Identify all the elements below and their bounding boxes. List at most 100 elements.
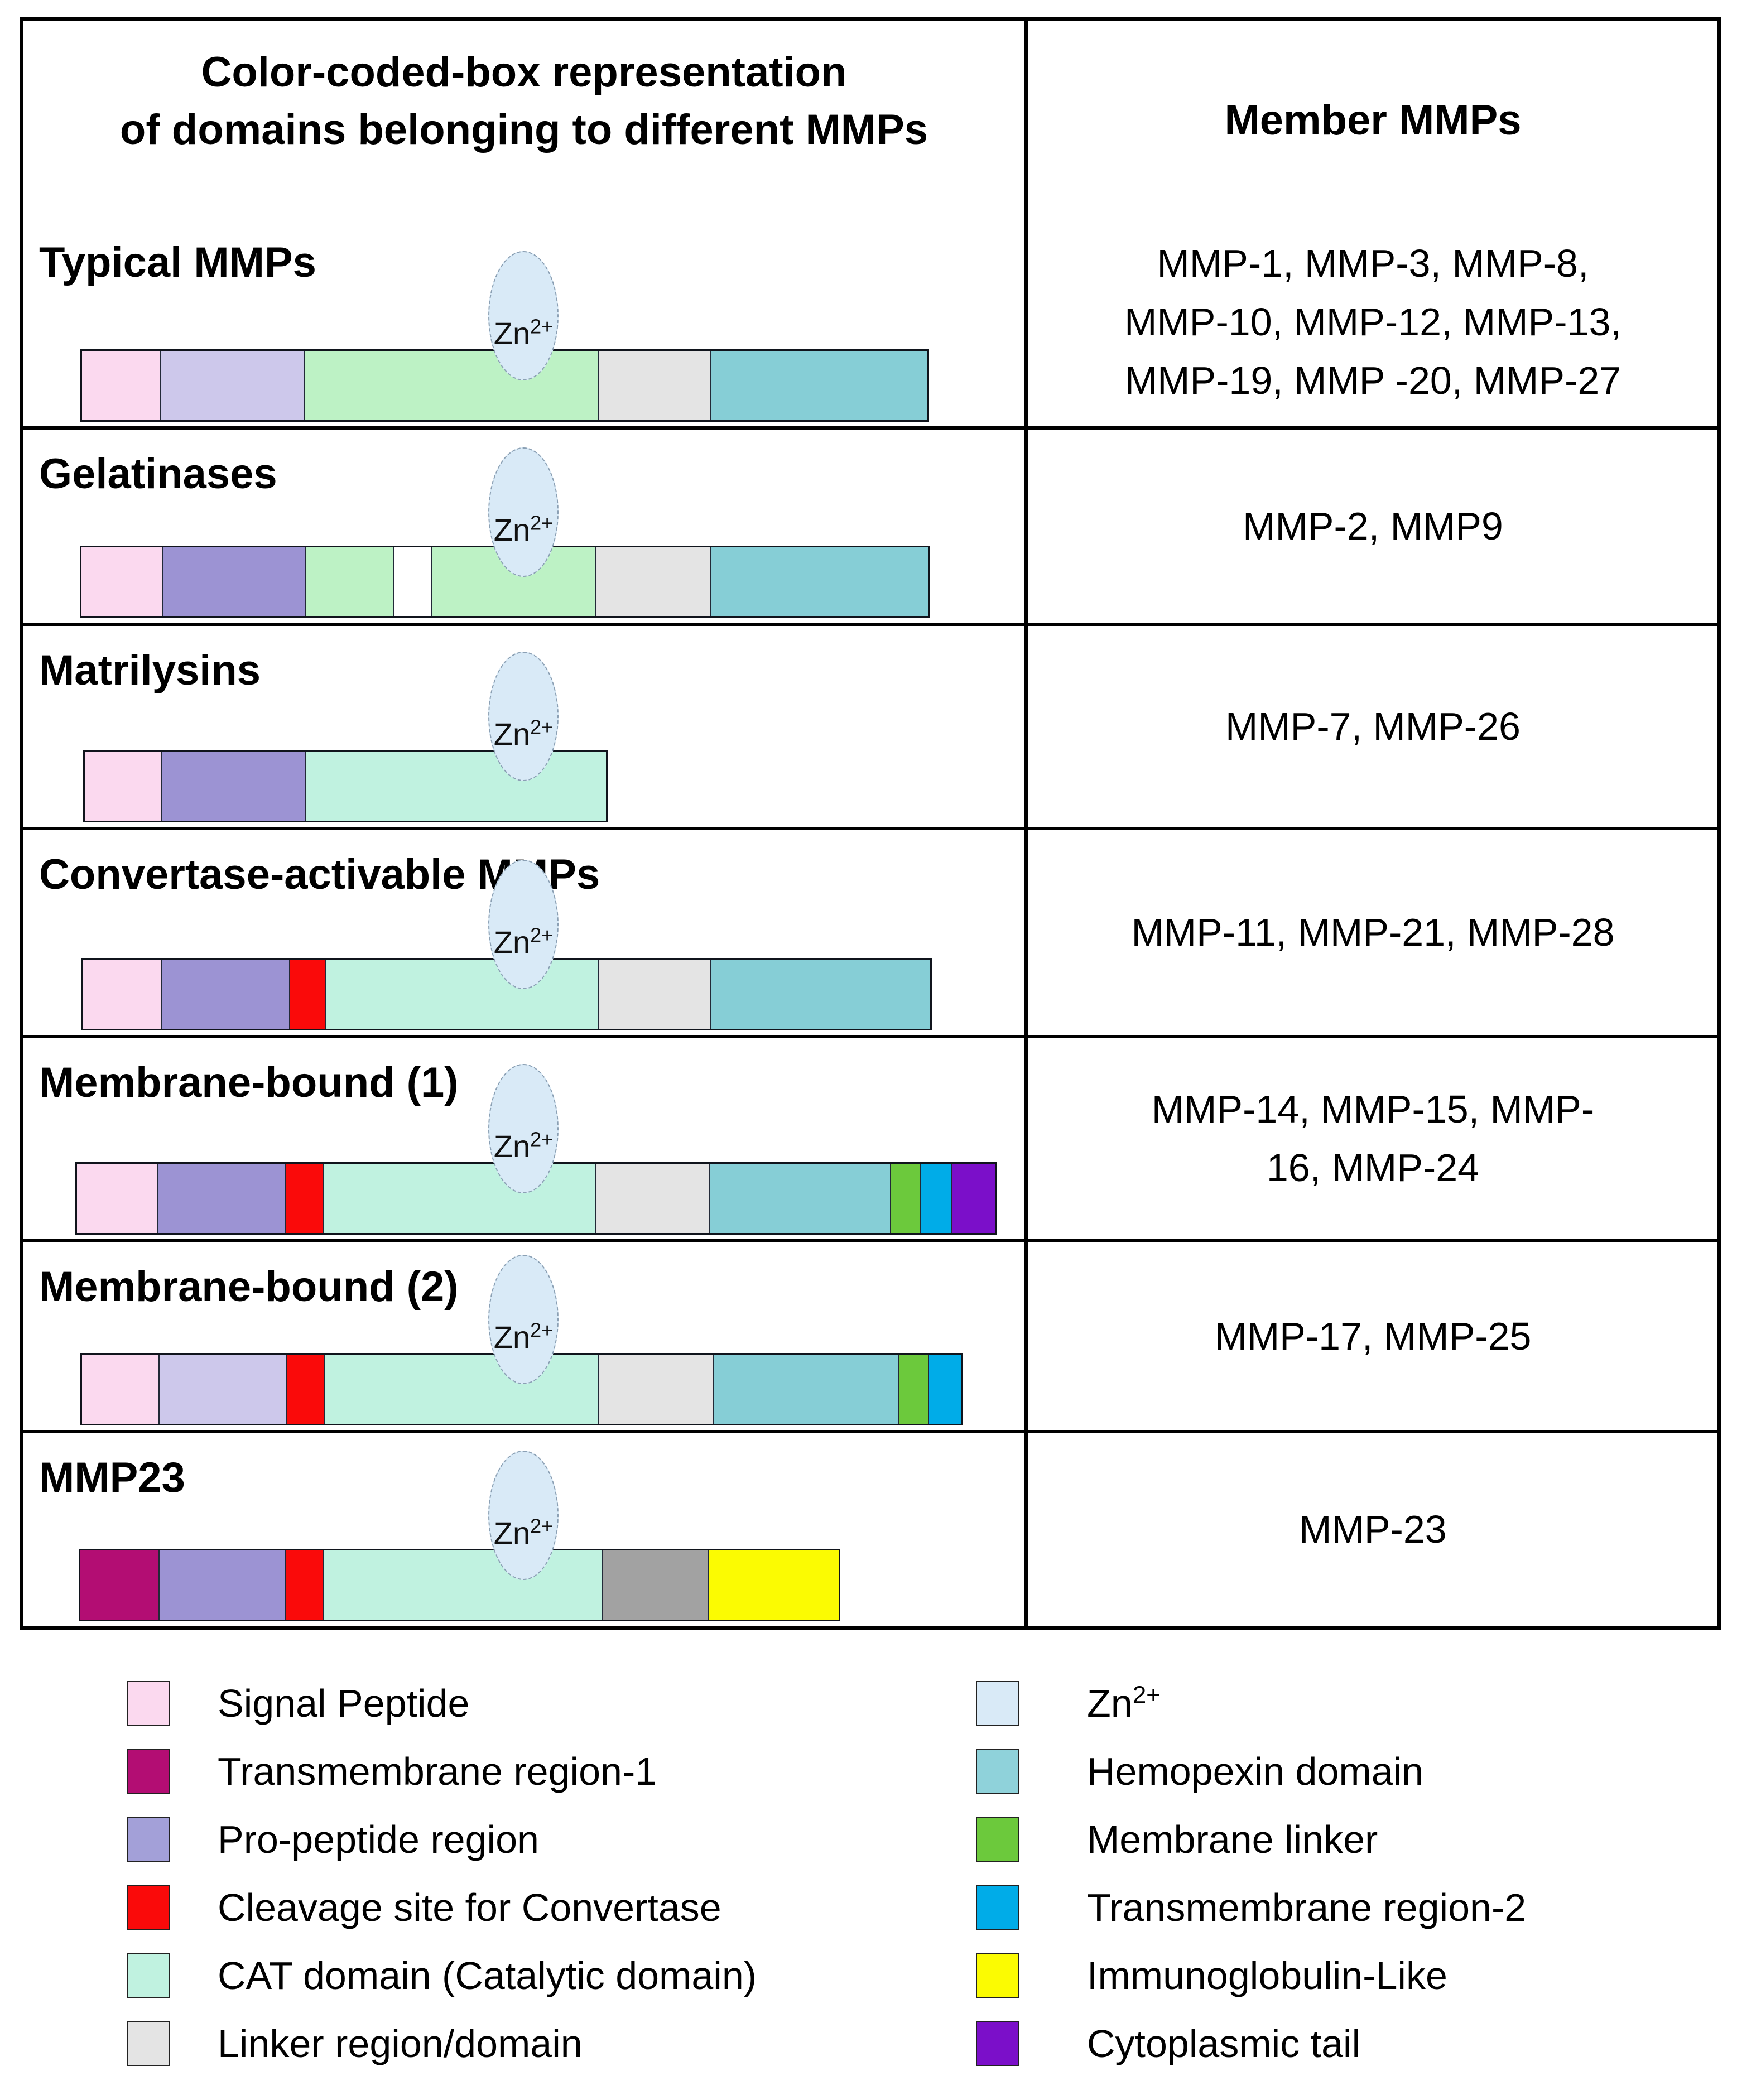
legend-item: Transmembrane region-2 <box>976 1885 1526 1930</box>
member-mmps-list: MMP-7, MMP-26 <box>1225 704 1521 748</box>
cat-domain-segment <box>305 752 606 821</box>
transmembrane-region-2-segment <box>928 1355 961 1424</box>
zn-label: Zn2+ <box>493 314 554 351</box>
cleavage-site-segment <box>285 1550 323 1620</box>
cat-domain-segment <box>324 1355 598 1424</box>
legend-color-chip <box>976 1817 1019 1862</box>
pro-peptide-region-segment <box>160 351 304 420</box>
zn-ion-badge: Zn2+ <box>488 1255 559 1384</box>
linker-region-segment <box>598 960 710 1029</box>
legend-item: Transmembrane region-1 <box>127 1749 757 1794</box>
header-member-mmps-column: Member MMPs <box>1224 97 1522 144</box>
transmembrane-region-2-segment <box>920 1164 951 1233</box>
pro-peptide-region-segment <box>157 1164 285 1233</box>
legend-color-chip <box>127 1681 170 1726</box>
zn-label: Zn2+ <box>493 1127 554 1164</box>
hemopexin-domain-segment <box>713 1355 898 1424</box>
table-header-row: Color-coded-box representation of domain… <box>23 21 1717 218</box>
zn-ion-badge: Zn2+ <box>488 447 559 577</box>
header-domains-column: Color-coded-box representation of domain… <box>23 21 1028 218</box>
legend-item: Signal Peptide <box>127 1681 757 1726</box>
linker-region-segment <box>595 1164 709 1233</box>
member-mmps-cell: MMP-11, MMP-21, MMP-28 <box>1028 830 1717 1035</box>
row-title: MMP23 <box>39 1454 185 1501</box>
linker-region-segment <box>602 1550 708 1620</box>
legend-item: Immunoglobulin-Like <box>976 1953 1526 1998</box>
legend-label: Zn2+ <box>1087 1681 1161 1725</box>
member-mmps-cell: MMP-7, MMP-26 <box>1028 626 1717 827</box>
row-title: Membrane-bound (1) <box>39 1059 459 1106</box>
cat-domain-segment <box>323 1164 595 1233</box>
legend-label: Immunoglobulin-Like <box>1087 1954 1447 1997</box>
mmp-classification-table: Color-coded-box representation of domain… <box>20 17 1721 1630</box>
row-title: Gelatinases <box>39 450 277 498</box>
legend-item: Cytoplasmic tail <box>976 2021 1526 2066</box>
linker-region-segment <box>598 351 710 420</box>
cleavage-site-segment <box>286 1355 324 1424</box>
signal-peptide-segment <box>82 351 160 420</box>
cat-domain-segment <box>305 547 393 616</box>
zn-label: Zn2+ <box>493 1514 554 1550</box>
member-mmps-list: MMP-23 <box>1299 1507 1447 1551</box>
zn-label: Zn2+ <box>493 923 554 960</box>
legend-color-chip <box>976 1681 1019 1726</box>
signal-peptide-segment <box>77 1164 157 1233</box>
legend-color-chip <box>127 2021 170 2066</box>
member-mmps-list: MMP-11, MMP-21, MMP-28 <box>1131 911 1615 954</box>
member-mmps-cell: MMP-17, MMP-25 <box>1028 1242 1717 1430</box>
signal-peptide-segment <box>81 547 162 616</box>
legend-item: CAT domain (Catalytic domain) <box>127 1953 757 1998</box>
linker-region-segment <box>595 547 710 616</box>
table-row: Membrane-bound (1) Zn2+ MMP-14, MMP-15, MM… <box>23 1035 1717 1239</box>
pro-peptide-region-segment <box>162 547 305 616</box>
legend-label: Membrane linker <box>1087 1818 1378 1861</box>
legend-color-chip <box>127 1885 170 1930</box>
legend-label: Transmembrane region-2 <box>1087 1886 1527 1929</box>
row-title: Typical MMPs <box>39 239 316 286</box>
member-mmps-cell: MMP-14, MMP-15, MMP- 16, MMP-24 <box>1028 1038 1717 1239</box>
domain-bar <box>75 1162 997 1235</box>
signal-peptide-segment <box>85 752 161 821</box>
cytoplasmic-tail-segment <box>951 1164 995 1233</box>
pro-peptide-region-segment <box>158 1355 286 1424</box>
legend-color-chip <box>976 1953 1019 1998</box>
row-title: Matrilysins <box>39 647 261 694</box>
member-mmps-list: MMP-1, MMP-3, MMP-8, MMP-10, MMP-12, MMP… <box>1124 242 1621 402</box>
domain-bar <box>79 1549 840 1621</box>
linker-region-segment <box>598 1355 713 1424</box>
zn-label: Zn2+ <box>493 715 554 752</box>
legend-label: Hemopexin domain <box>1087 1750 1424 1793</box>
domain-bar <box>80 1353 963 1425</box>
legend-color-chip <box>976 1885 1019 1930</box>
legend-item: Cleavage site for Convertase <box>127 1885 757 1930</box>
zn-ion-badge: Zn2+ <box>488 251 559 380</box>
zn-label: Zn2+ <box>493 1318 554 1355</box>
member-mmps-list: MMP-2, MMP9 <box>1243 504 1503 548</box>
cleavage-site-segment <box>289 960 325 1029</box>
row-title: Membrane-bound (2) <box>39 1263 459 1311</box>
legend-item: Membrane linker <box>976 1817 1526 1862</box>
legend-label: Cytoplasmic tail <box>1087 2022 1361 2065</box>
legend-label: Linker region/domain <box>218 2022 583 2065</box>
zn-label: Zn2+ <box>493 510 554 547</box>
zn-ion-badge: Zn2+ <box>488 1451 559 1580</box>
legend-item: Zn2+ <box>976 1681 1526 1726</box>
cleavage-site-segment <box>285 1164 323 1233</box>
domain-diagram-cell: Membrane-bound (2) Zn2+ <box>23 1242 1028 1430</box>
legend-label: Signal Peptide <box>218 1682 470 1725</box>
legend-label: CAT domain (Catalytic domain) <box>218 1954 757 1997</box>
pro-peptide-region-segment <box>161 960 289 1029</box>
zn-ion-badge: Zn2+ <box>488 1064 559 1193</box>
hemopexin-domain-segment <box>710 547 928 616</box>
